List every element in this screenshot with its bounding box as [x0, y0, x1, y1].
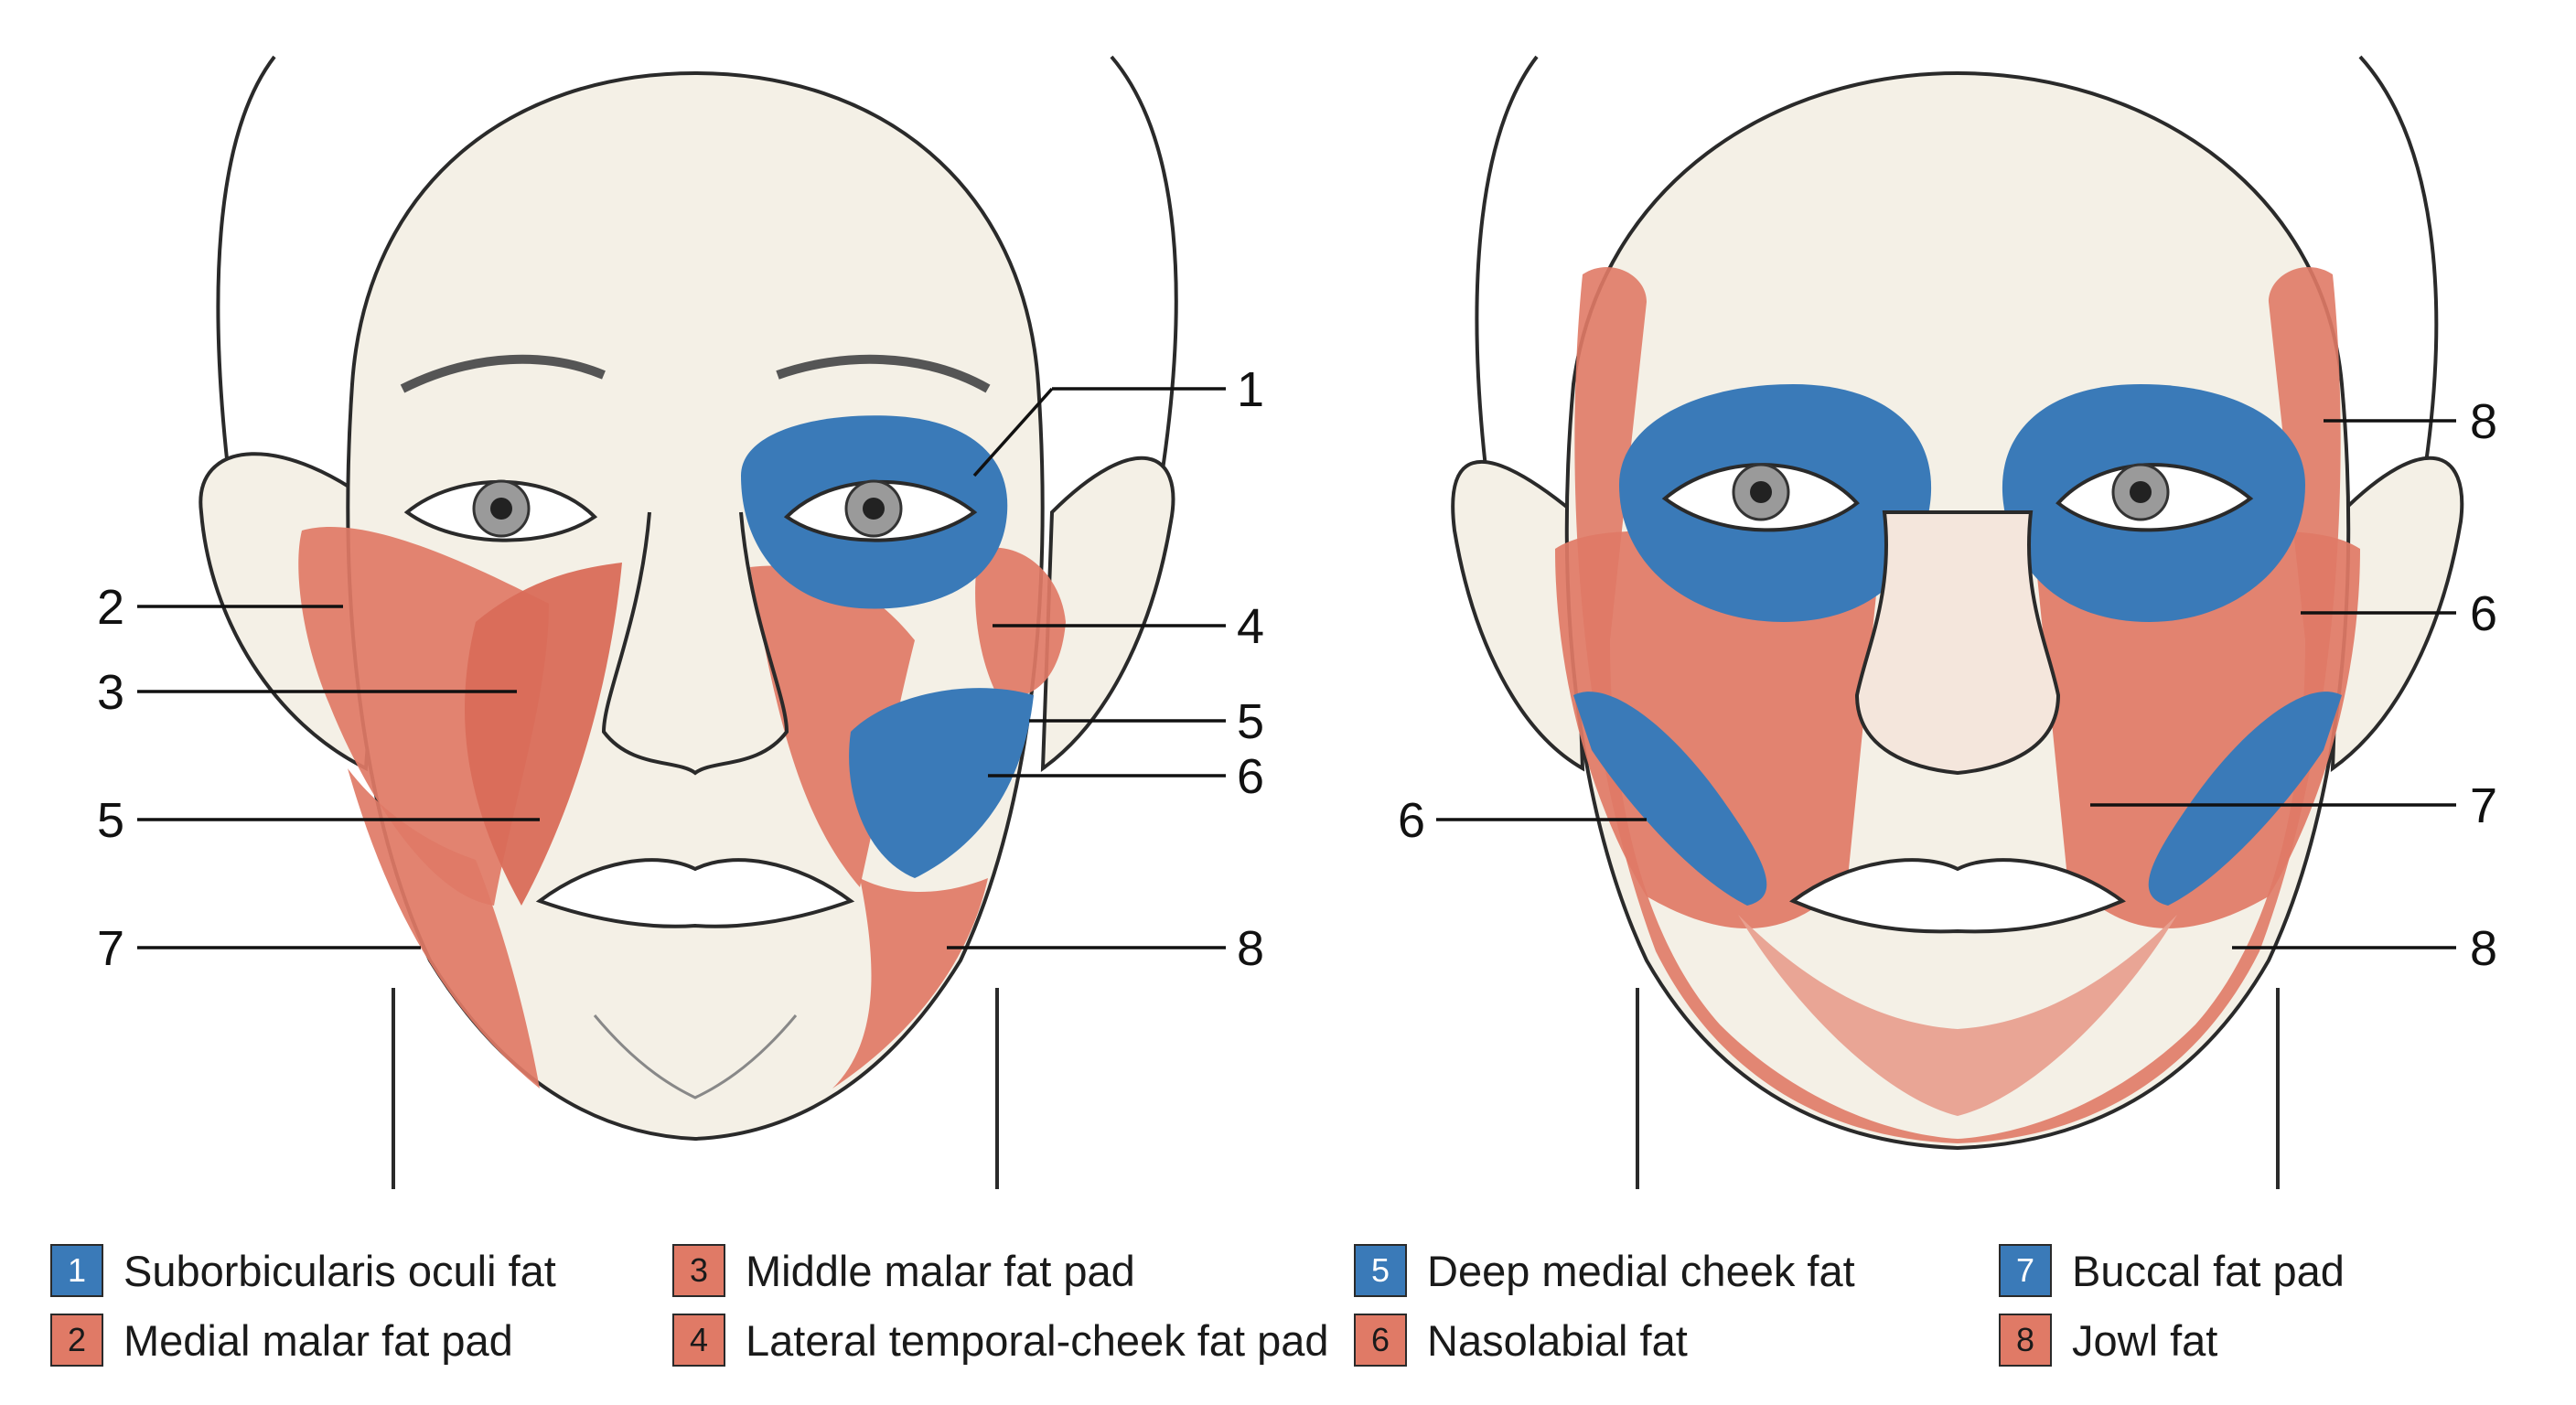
legend-label-8: Jowl fat — [2072, 1315, 2217, 1366]
callout-7-right: 7 — [2470, 778, 2497, 833]
legend-item-6: 6 Nasolabial fat — [1354, 1314, 1688, 1367]
left-face — [200, 57, 1175, 1189]
legend-label-1: Suborbicularis oculi fat — [123, 1246, 556, 1296]
callout-2: 2 — [97, 580, 124, 635]
legend-item-8: 8 Jowl fat — [1999, 1314, 2217, 1367]
legend-swatch-3: 3 — [672, 1244, 725, 1297]
legend-item-2: 2 Medial malar fat pad — [50, 1314, 513, 1367]
legend-label-7: Buccal fat pad — [2072, 1246, 2345, 1296]
legend-label-3: Middle malar fat pad — [746, 1246, 1135, 1296]
callout-7: 7 — [97, 921, 124, 976]
callout-3: 3 — [97, 665, 124, 720]
legend-label-6: Nasolabial fat — [1427, 1315, 1688, 1366]
legend-item-1: 1 Suborbicularis oculi fat — [50, 1244, 556, 1297]
legend-label-5: Deep medial cheek fat — [1427, 1246, 1855, 1296]
legend-swatch-7: 7 — [1999, 1244, 2052, 1297]
legend-swatch-8: 8 — [1999, 1314, 2052, 1367]
right-face — [1453, 57, 2462, 1189]
callout-6-left: 6 — [1398, 793, 1425, 848]
face-anatomy-figure: 1 2 3 4 5 5 6 7 8 8 6 6 7 8 — [0, 0, 2576, 1189]
callout-5-right: 5 — [1237, 694, 1264, 749]
legend-swatch-1: 1 — [50, 1244, 103, 1297]
callout-8-upper: 8 — [2470, 394, 2497, 449]
right-nose — [1857, 512, 2058, 773]
callout-8-lower: 8 — [2470, 921, 2497, 976]
legend-item-4: 4 Lateral temporal-cheek fat pad — [672, 1314, 1328, 1367]
callout-6: 6 — [1237, 749, 1264, 804]
legend-swatch-2: 2 — [50, 1314, 103, 1367]
callout-1: 1 — [1237, 362, 1264, 417]
legend-swatch-5: 5 — [1354, 1244, 1407, 1297]
callout-5-left: 5 — [97, 793, 124, 848]
legend-item-7: 7 Buccal fat pad — [1999, 1244, 2345, 1297]
callout-4: 4 — [1237, 599, 1264, 654]
callout-6-right: 6 — [2470, 586, 2497, 641]
legend-label-2: Medial malar fat pad — [123, 1315, 513, 1366]
legend-item-3: 3 Middle malar fat pad — [672, 1244, 1135, 1297]
legend-swatch-6: 6 — [1354, 1314, 1407, 1367]
legend-label-4: Lateral temporal-cheek fat pad — [746, 1315, 1328, 1366]
legend-swatch-4: 4 — [672, 1314, 725, 1367]
legend: 1 Suborbicularis oculi fat 2 Medial mala… — [0, 1244, 2576, 1405]
legend-item-5: 5 Deep medial cheek fat — [1354, 1244, 1855, 1297]
callout-8: 8 — [1237, 921, 1264, 976]
